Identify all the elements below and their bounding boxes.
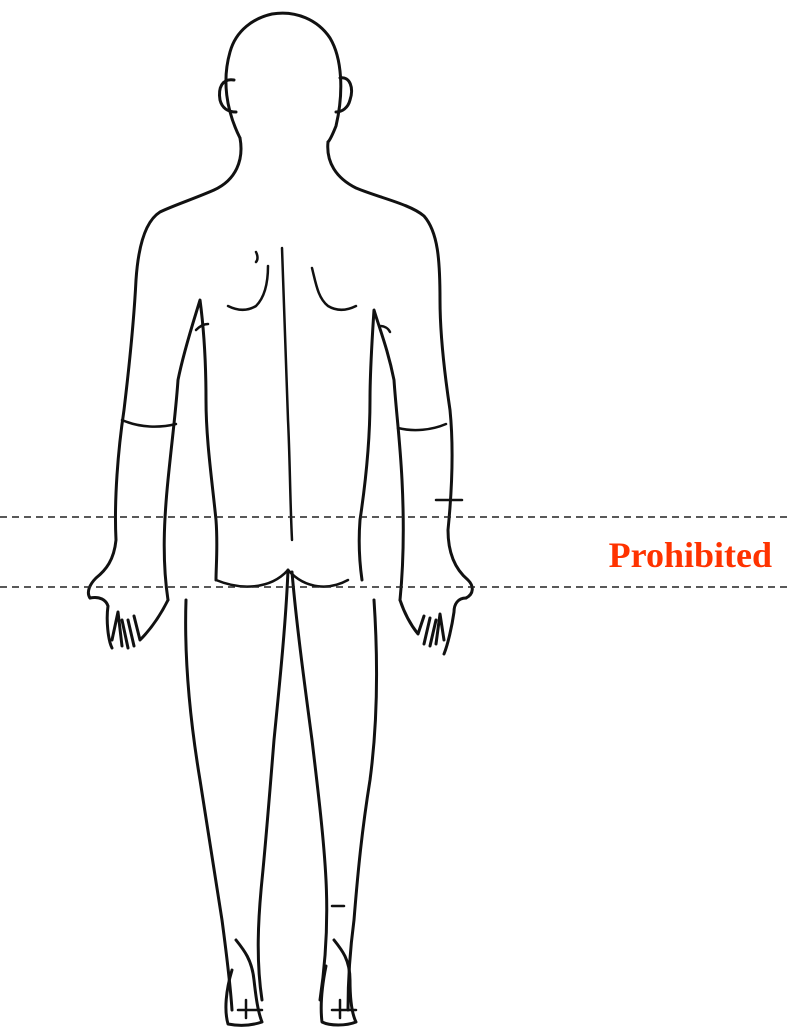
torso-and-arms xyxy=(88,138,472,600)
hands xyxy=(90,597,466,654)
feet xyxy=(226,906,356,1025)
back-details xyxy=(196,248,390,587)
head xyxy=(220,13,352,142)
prohibited-zone-label: Prohibited xyxy=(609,535,772,575)
legs xyxy=(186,570,377,1010)
